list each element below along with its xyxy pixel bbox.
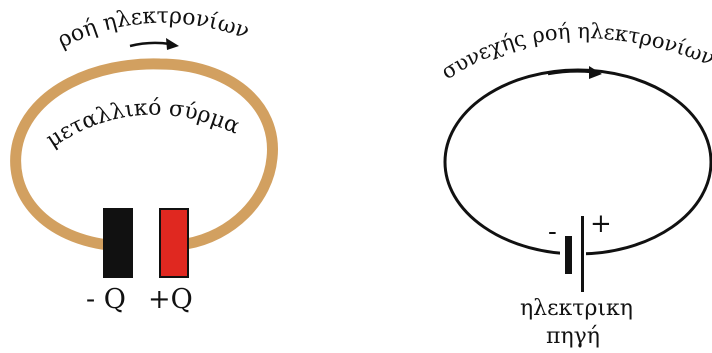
battery-positive-plate	[581, 216, 584, 292]
flow-label-left: ροή ηλεκτρονίων	[54, 4, 253, 53]
source-label-line2: πηγή	[546, 324, 600, 349]
positive-charge-label: +Q	[148, 284, 193, 315]
flow-arrow-right	[547, 66, 602, 79]
wire-label: μεταλλικό σύρμα	[42, 96, 244, 153]
source-label-line1: ηλεκτρικη	[520, 296, 633, 321]
battery-plus-label: +	[590, 209, 612, 239]
negative-charge-label: - Q	[86, 284, 126, 315]
metal-wire	[10, 58, 278, 251]
flow-label-right: συνεχής ροή ηλεκτρονίων	[437, 19, 712, 84]
battery-negative-plate	[565, 236, 572, 274]
right-diagram: - + συνεχής ροή ηλεκτρονίων ηλεκτρικη πη…	[437, 19, 712, 349]
flow-arrow-left	[129, 38, 179, 50]
circuit-loop	[443, 68, 712, 256]
battery-minus-label: -	[548, 217, 557, 247]
positive-plate	[159, 208, 189, 278]
left-diagram: ροή ηλεκτρονίων μεταλλικό σύρμα - Q +Q	[10, 4, 278, 315]
negative-plate	[103, 208, 133, 278]
